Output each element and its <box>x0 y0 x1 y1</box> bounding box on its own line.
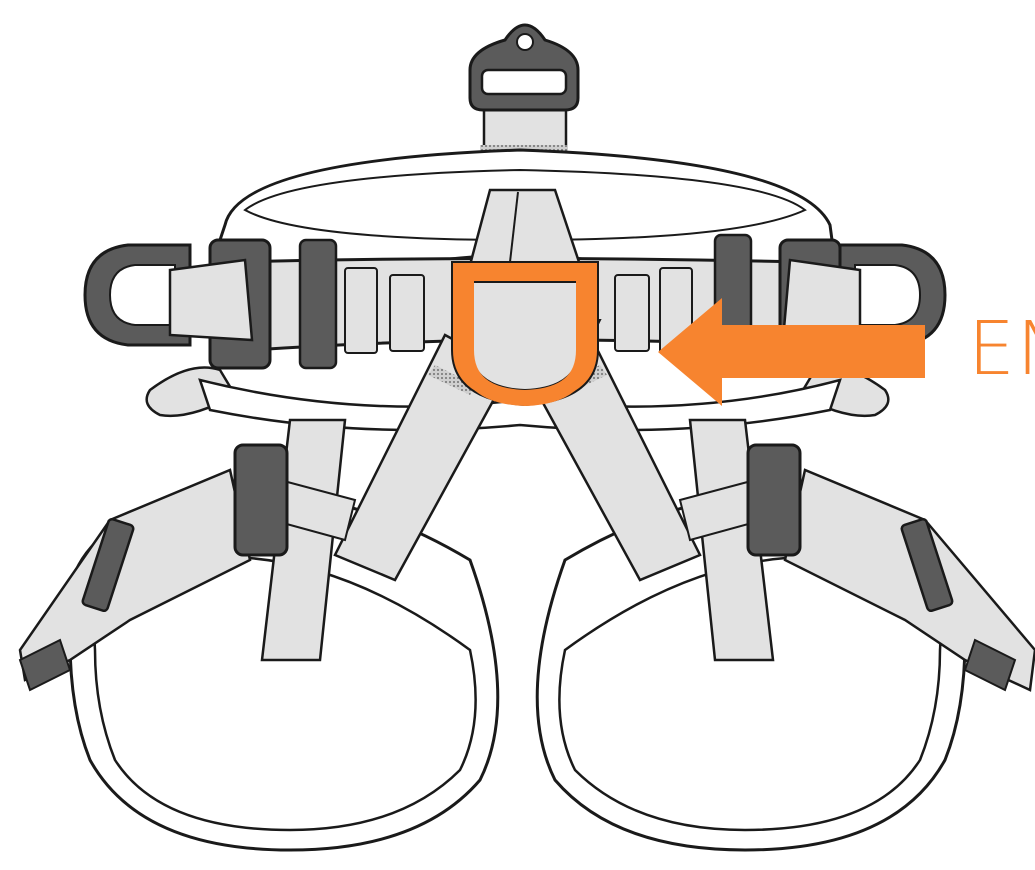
callout-label: EN <box>968 312 1035 386</box>
rear-haul-loop <box>470 25 578 170</box>
ventral-attachment-point <box>452 262 598 405</box>
